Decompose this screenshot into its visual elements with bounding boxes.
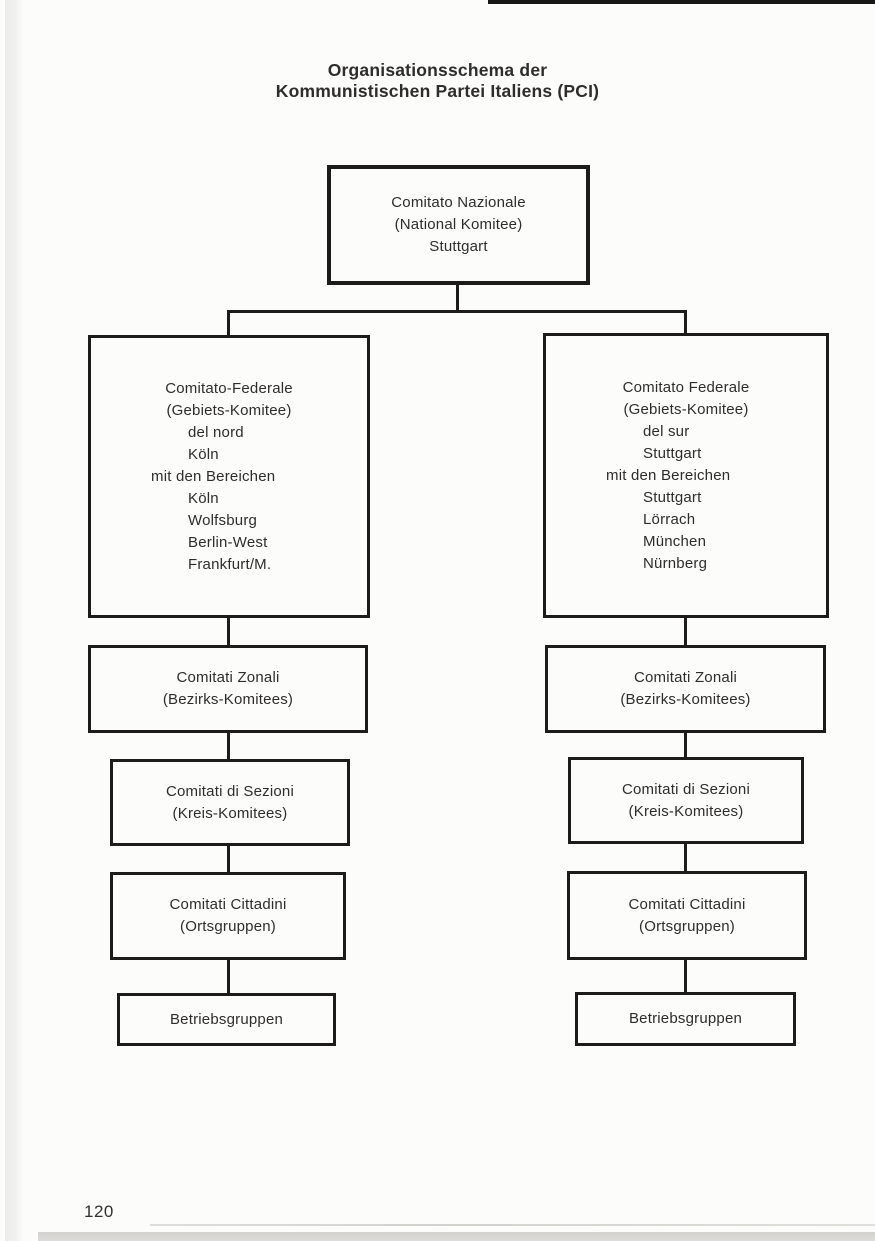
connector-national-down	[456, 285, 459, 313]
connector-right-3	[684, 842, 687, 873]
node-line: Comitati Cittadini	[169, 896, 287, 913]
node-line: Berlin-West	[188, 533, 268, 551]
connector-left-3	[227, 844, 230, 874]
connector-left-4	[227, 958, 230, 995]
node-line: Lörrach	[643, 510, 696, 528]
node-line: (Ortsgruppen)	[180, 918, 276, 935]
node-line: (Kreis-Komitees)	[628, 802, 744, 820]
node-line: (Gebiets-Komitee)	[166, 401, 292, 419]
page-title-line2: Kommunistischen Partei Italiens (PCI)	[275, 81, 600, 101]
page-title: Organisationsschema der Kommunistischen …	[0, 60, 875, 102]
node-line: Comitato-Federale	[165, 379, 293, 397]
node-cittadini-left: Comitati Cittadini (Ortsgruppen)	[110, 872, 346, 960]
node-comitato-nazionale: Comitato Nazionale (National Komitee) St…	[327, 165, 590, 285]
node-line: Comitati Zonali	[633, 669, 738, 686]
node-line: Nürnberg	[643, 554, 708, 572]
node-line: del sur	[643, 422, 690, 440]
node-line: Comitati di Sezioni	[621, 780, 751, 798]
node-line: München	[643, 532, 707, 550]
connector-main-horizontal	[227, 310, 687, 313]
node-line: (Bezirks-Komitees)	[620, 691, 751, 708]
connector-right-4	[684, 958, 687, 994]
node-line: Stuttgart	[643, 444, 702, 462]
page-number: 120	[84, 1202, 114, 1221]
node-line: Comitati di Sezioni	[165, 782, 295, 800]
footer-rule	[150, 1224, 875, 1226]
node-betriebsgruppen-right: Betriebsgruppen	[575, 992, 796, 1046]
node-sezioni-right: Comitati di Sezioni (Kreis-Komitees)	[568, 757, 804, 844]
node-zonali-left: Comitati Zonali (Bezirks-Komitees)	[88, 645, 368, 733]
node-cittadini-right: Comitati Cittadini (Ortsgruppen)	[567, 871, 807, 960]
node-line: Comitato Federale	[622, 378, 750, 396]
node-line: (Ortsgruppen)	[639, 917, 735, 935]
connector-left-drop	[227, 310, 230, 337]
node-line: Frankfurt/M.	[188, 555, 272, 573]
node-line: Comitati Zonali	[176, 669, 280, 686]
node-line: Comitati Cittadini	[628, 895, 746, 913]
node-line: Wolfsburg	[188, 511, 258, 529]
connector-right-drop	[684, 310, 687, 335]
node-line: del nord	[188, 423, 244, 441]
node-line: (Bezirks-Komitees)	[162, 691, 294, 708]
connector-right-2	[684, 731, 687, 759]
node-zonali-right: Comitati Zonali (Bezirks-Komitees)	[545, 645, 826, 733]
node-sezioni-left: Comitati di Sezioni (Kreis-Komitees)	[110, 759, 350, 846]
node-line: Stuttgart	[643, 488, 702, 506]
node-line: Betriebsgruppen	[628, 1010, 743, 1027]
node-line: mit den Bereichen	[151, 467, 276, 485]
node-line: Stuttgart	[429, 238, 488, 255]
connector-right-1	[684, 616, 687, 647]
node-federale-sur: Comitato Federale (Gebiets-Komitee) del …	[543, 333, 829, 618]
node-betriebsgruppen-left: Betriebsgruppen	[117, 993, 336, 1046]
node-federale-nord: Comitato-Federale (Gebiets-Komitee) del …	[88, 335, 370, 618]
node-line: (Kreis-Komitees)	[172, 804, 288, 822]
node-line: mit den Bereichen	[606, 466, 731, 484]
node-line: Köln	[188, 445, 219, 463]
node-line: (Gebiets-Komitee)	[623, 400, 749, 418]
node-line: Comitato Nazionale	[391, 194, 526, 211]
page-left-edge-shadow	[5, 0, 24, 1241]
node-line: Betriebsgruppen	[169, 1010, 284, 1028]
connector-left-2	[227, 731, 230, 761]
node-line: Köln	[188, 489, 219, 507]
scan-top-edge-bar	[488, 0, 875, 4]
page-title-line1: Organisationsschema der	[327, 60, 548, 80]
scan-bottom-edge-bar	[38, 1232, 875, 1241]
connector-left-1	[227, 616, 230, 647]
node-line: (National Komitee)	[394, 216, 523, 233]
